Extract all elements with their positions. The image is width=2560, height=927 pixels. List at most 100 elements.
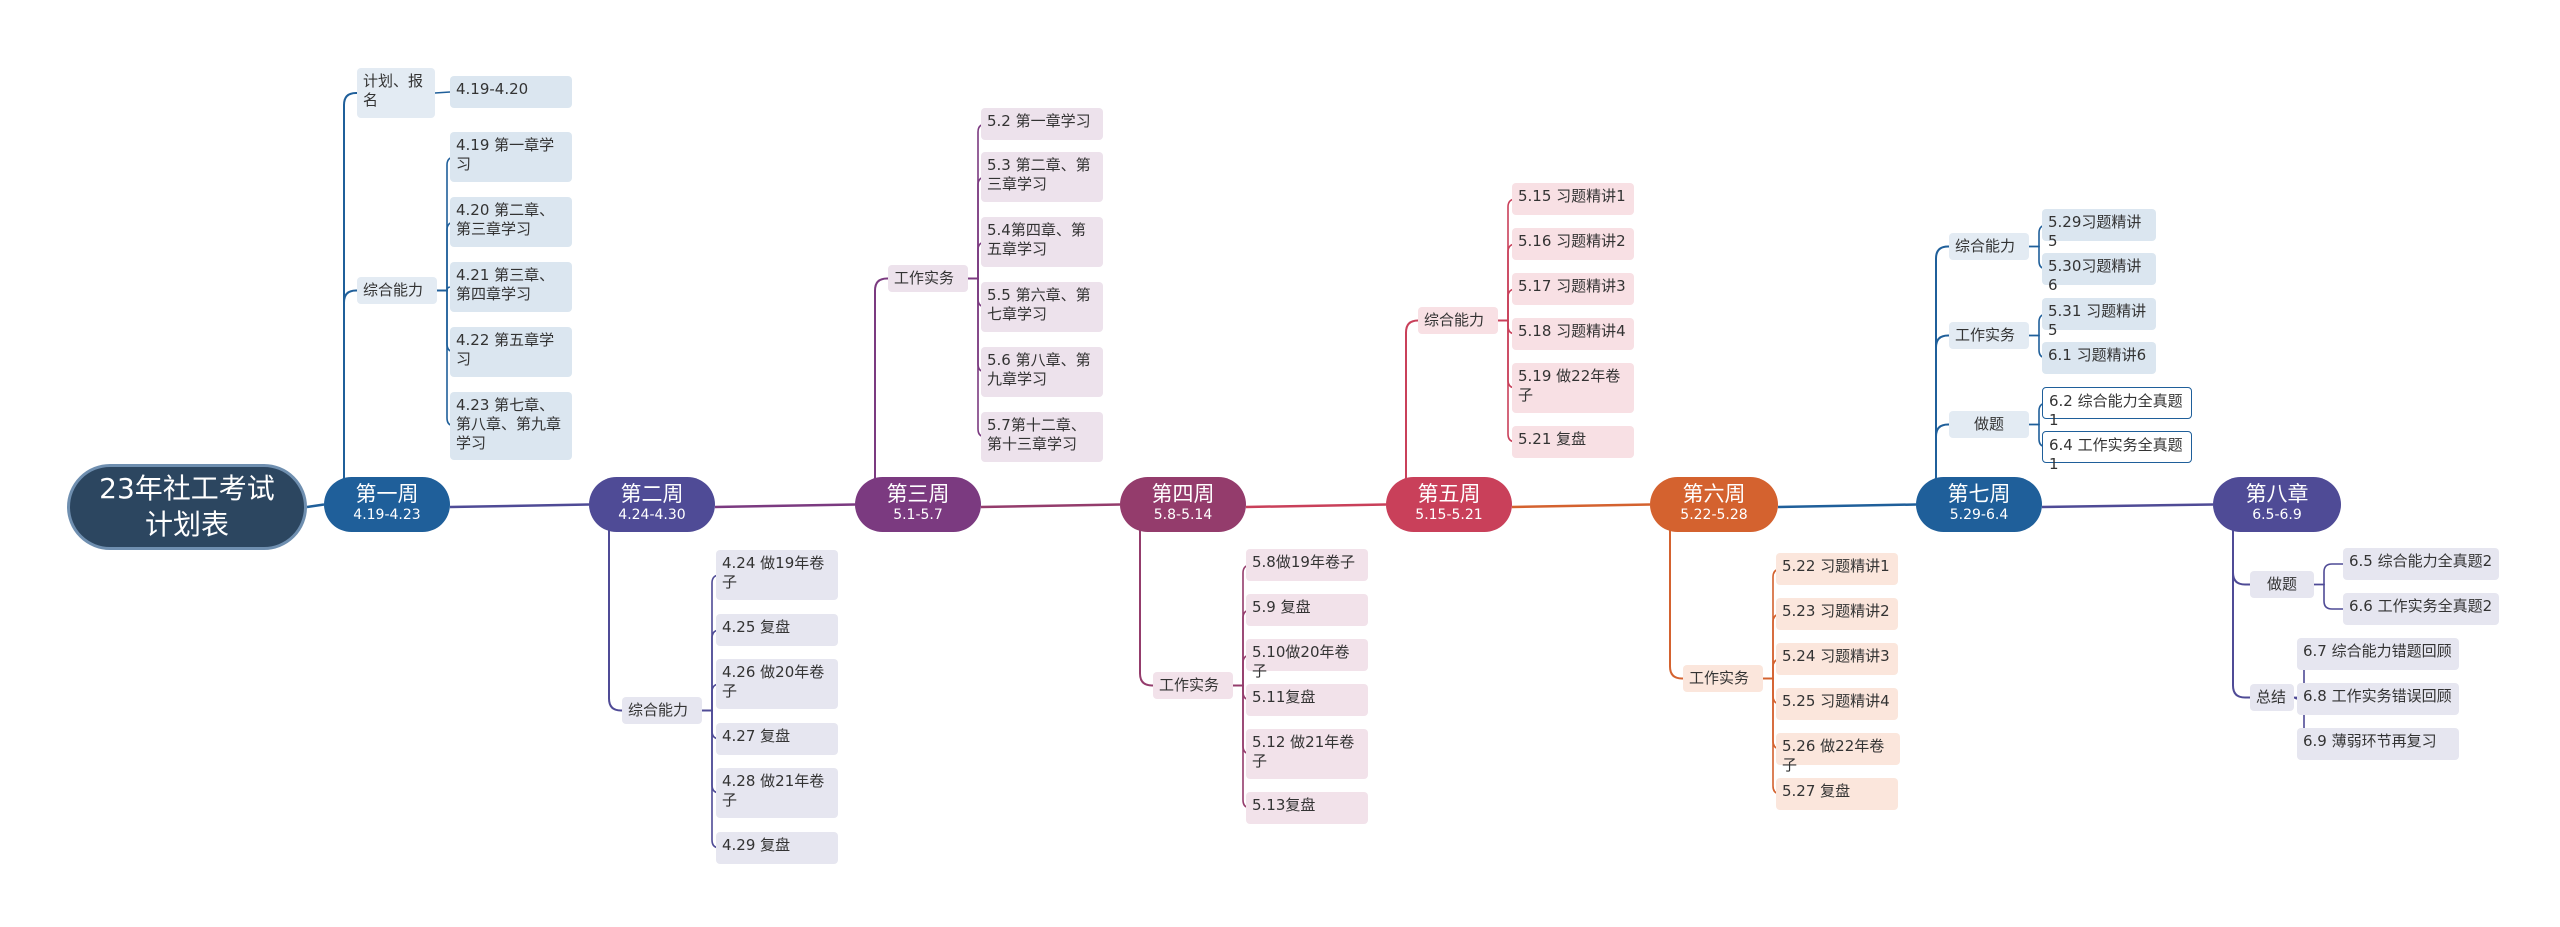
week-7-group-practice[interactable]: 工作实务 — [1949, 322, 2029, 349]
week-6-node[interactable]: 第六周 5.22-5.28 — [1650, 477, 1778, 532]
week-5-dates: 5.15-5.21 — [1415, 507, 1483, 523]
connector-line — [1935, 334, 1949, 483]
week-8-node[interactable]: 第八章 6.5-6.9 — [2213, 477, 2341, 532]
week-4-item-5[interactable]: 5.12 做21年卷子 — [1246, 729, 1368, 779]
week-2-item-4[interactable]: 4.27 复盘 — [716, 723, 838, 755]
week-8-item-5[interactable]: 6.9 薄弱环节再复习 — [2297, 728, 2459, 760]
week-1-group-comprehensive[interactable]: 综合能力 — [357, 277, 437, 304]
week-8-group-exercises[interactable]: 做题 — [2250, 571, 2314, 598]
week-2-group-comprehensive[interactable]: 综合能力 — [622, 697, 702, 724]
central-topic[interactable]: 23年社工考试计划表 — [67, 464, 307, 550]
central-topic-title: 23年社工考试计划表 — [99, 472, 275, 541]
week-6-item-3[interactable]: 5.24 习题精讲3 — [1776, 643, 1898, 675]
week-4-item-1[interactable]: 5.8做19年卷子 — [1246, 549, 1368, 581]
week-5-item-2[interactable]: 5.16 习题精讲2 — [1512, 228, 1634, 260]
week-8-item-2[interactable]: 6.6 工作实务全真题2 — [2343, 593, 2499, 625]
week-7-title: 第七周 — [1947, 482, 2011, 506]
week-2-item-5[interactable]: 4.28 做21年卷子 — [716, 768, 838, 818]
week-3-item-5[interactable]: 5.6 第八章、第九章学习 — [981, 347, 1103, 397]
week-8-item-1[interactable]: 6.5 综合能力全真题2 — [2343, 548, 2499, 580]
week-3-item-3[interactable]: 5.4第四章、第五章学习 — [981, 217, 1103, 267]
week-1-item-3[interactable]: 4.21 第三章、第四章学习 — [450, 262, 572, 312]
week-1-group-plan[interactable]: 计划、报名 — [357, 68, 435, 118]
week-8-item-4[interactable]: 6.8 工作实务错误回顾 — [2297, 683, 2459, 715]
connector-line — [343, 289, 357, 483]
week-1-item-5[interactable]: 4.23 第七章、第八章、第九章学习 — [450, 392, 572, 460]
week-1-node[interactable]: 第一周 4.19-4.23 — [324, 477, 450, 532]
week-6-item-4[interactable]: 5.25 习题精讲4 — [1776, 688, 1898, 720]
week-5-item-1[interactable]: 5.15 习题精讲1 — [1512, 183, 1634, 215]
connector-line — [980, 503, 1121, 509]
week-2-item-3[interactable]: 4.26 做20年卷子 — [716, 659, 838, 709]
week-5-group-comprehensive[interactable]: 综合能力 — [1418, 307, 1498, 334]
week-4-dates: 5.8-5.14 — [1153, 507, 1213, 523]
week-6-title: 第六周 — [1682, 482, 1746, 506]
week-1-dates: 4.19-4.23 — [353, 507, 421, 523]
week-4-node[interactable]: 第四周 5.8-5.14 — [1120, 477, 1246, 532]
connector-line — [306, 503, 325, 509]
week-6-item-2[interactable]: 5.23 习题精讲2 — [1776, 598, 1898, 630]
week-2-node[interactable]: 第二周 4.24-4.30 — [589, 477, 715, 532]
week-2-item-6[interactable]: 4.29 复盘 — [716, 832, 838, 864]
week-5-node[interactable]: 第五周 5.15-5.21 — [1386, 477, 1512, 532]
week-3-group-practice[interactable]: 工作实务 — [888, 265, 968, 292]
week-3-node[interactable]: 第三周 5.1-5.7 — [855, 477, 981, 532]
connector-line — [714, 503, 856, 509]
week-7-group-comprehensive[interactable]: 综合能力 — [1949, 233, 2029, 260]
week-1-item-2[interactable]: 4.20 第二章、第三章学习 — [450, 197, 572, 247]
week-6-item-6[interactable]: 5.27 复盘 — [1776, 778, 1898, 810]
week-1-item-4[interactable]: 4.22 第五章学习 — [450, 327, 572, 377]
week-3-item-6[interactable]: 5.7第十二章、第十三章学习 — [981, 412, 1103, 462]
connector-line — [1777, 503, 1917, 509]
week-6-item-1[interactable]: 5.22 习题精讲1 — [1776, 553, 1898, 585]
week-8-group-summary[interactable]: 总结 — [2250, 684, 2294, 711]
connector-line — [343, 92, 357, 483]
connector-line — [2314, 583, 2343, 610]
week-5-item-6[interactable]: 5.21 复盘 — [1512, 426, 1634, 458]
connector-line — [1935, 245, 1949, 483]
week-1-title: 第一周 — [355, 482, 419, 506]
week-7-item-1[interactable]: 5.29习题精讲5 — [2042, 209, 2156, 250]
week-4-item-2[interactable]: 5.9 复盘 — [1246, 594, 1368, 626]
week-8-item-3[interactable]: 6.7 综合能力错题回顾 — [2297, 638, 2459, 670]
week-7-dates: 5.29-6.4 — [1949, 507, 2009, 523]
week-7-node[interactable]: 第七周 5.29-6.4 — [1916, 477, 2042, 532]
week-2-item-1[interactable]: 4.24 做19年卷子 — [716, 550, 838, 600]
connector-line — [449, 503, 590, 509]
week-4-item-4[interactable]: 5.11复盘 — [1246, 684, 1368, 716]
week-2-dates: 4.24-4.30 — [618, 507, 686, 523]
week-5-item-3[interactable]: 5.17 习题精讲3 — [1512, 273, 1634, 305]
connector-line — [874, 277, 888, 483]
week-1-plan-item-1[interactable]: 4.19-4.20 — [450, 76, 572, 108]
week-7-item-4[interactable]: 6.1 习题精讲6 — [2042, 342, 2156, 374]
week-4-item-6[interactable]: 5.13复盘 — [1246, 792, 1368, 824]
connector-line — [1669, 526, 1683, 680]
week-7-item-2[interactable]: 5.30习题精讲6 — [2042, 253, 2156, 294]
week-3-item-2[interactable]: 5.3 第二章、第三章学习 — [981, 152, 1103, 202]
week-6-dates: 5.22-5.28 — [1680, 507, 1748, 523]
week-3-title: 第三周 — [886, 482, 950, 506]
week-2-item-2[interactable]: 4.25 复盘 — [716, 614, 838, 646]
connector-line — [1139, 526, 1153, 687]
week-5-item-5[interactable]: 5.19 做22年卷子 — [1512, 363, 1634, 413]
connector-line — [1405, 319, 1419, 483]
week-3-item-1[interactable]: 5.2 第一章学习 — [981, 108, 1103, 140]
week-7-item-6[interactable]: 6.4 工作实务全真题1 — [2042, 431, 2192, 473]
connector-line — [1245, 503, 1387, 509]
connector-line — [2232, 526, 2250, 699]
week-6-group-practice[interactable]: 工作实务 — [1683, 665, 1763, 692]
week-1-item-1[interactable]: 4.19 第一章学习 — [450, 132, 572, 182]
week-7-item-5[interactable]: 6.2 综合能力全真题1 — [2042, 387, 2192, 429]
week-3-item-4[interactable]: 5.5 第六章、第七章学习 — [981, 282, 1103, 332]
week-4-item-3[interactable]: 5.10做20年卷子 — [1246, 639, 1368, 680]
week-4-group-practice[interactable]: 工作实务 — [1153, 672, 1233, 699]
week-7-group-exercises[interactable]: 做题 — [1949, 411, 2029, 438]
connector-line — [2314, 563, 2343, 586]
connector-line — [434, 91, 451, 94]
week-7-item-3[interactable]: 5.31 习题精讲5 — [2042, 298, 2156, 339]
week-5-item-4[interactable]: 5.18 习题精讲4 — [1512, 318, 1634, 350]
week-2-title: 第二周 — [620, 482, 684, 506]
week-6-item-5[interactable]: 5.26 做22年卷子 — [1776, 733, 1900, 774]
